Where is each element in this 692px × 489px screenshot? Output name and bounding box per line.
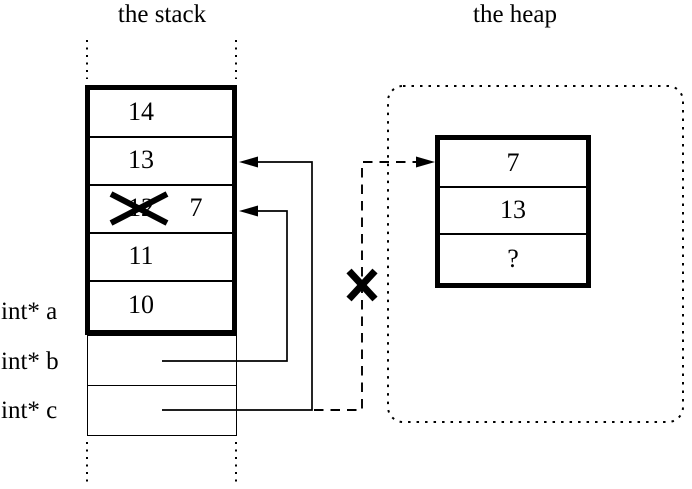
stack-title: the stack	[117, 1, 207, 28]
stack-cell-crossed-out: 12 7	[90, 186, 232, 234]
stack-cell: 13	[90, 138, 232, 186]
stack-cell: 11	[90, 234, 232, 282]
pointer-label-b: int* b	[1, 348, 59, 375]
heap-cell-value: 13	[500, 195, 526, 225]
heap-cell: 7	[440, 140, 586, 188]
pointer-label-a: int* a	[1, 298, 58, 325]
dangling-pointer-cross-icon	[346, 268, 378, 302]
heap-title: the heap	[473, 1, 557, 28]
stack-cell: 14	[90, 90, 232, 138]
stack-cell: 10	[90, 282, 232, 330]
cell-divider	[88, 385, 236, 386]
pointer-label-c: int* c	[1, 397, 58, 424]
stack-cell-value: 10	[128, 289, 154, 319]
stack-pointer-cells	[87, 335, 237, 436]
heap-cell-value: ?	[507, 244, 519, 274]
heap-cell-value: 7	[506, 147, 520, 177]
heap-cell: 13	[440, 188, 586, 236]
stack-cell-new-value: 7	[189, 192, 203, 222]
stack-cell-old-value: 12	[128, 192, 154, 222]
stack-frame-box: 14 13 12 7 11 10	[85, 85, 237, 335]
stack-cell-value: 11	[128, 240, 154, 270]
stack-cell-value: 14	[128, 96, 154, 126]
stack-cell-value: 13	[128, 144, 154, 174]
dangling-pointer-dashed-arrow	[314, 156, 435, 411]
heap-block-box: 7 13 ?	[435, 135, 591, 288]
heap-cell: ?	[440, 235, 586, 283]
